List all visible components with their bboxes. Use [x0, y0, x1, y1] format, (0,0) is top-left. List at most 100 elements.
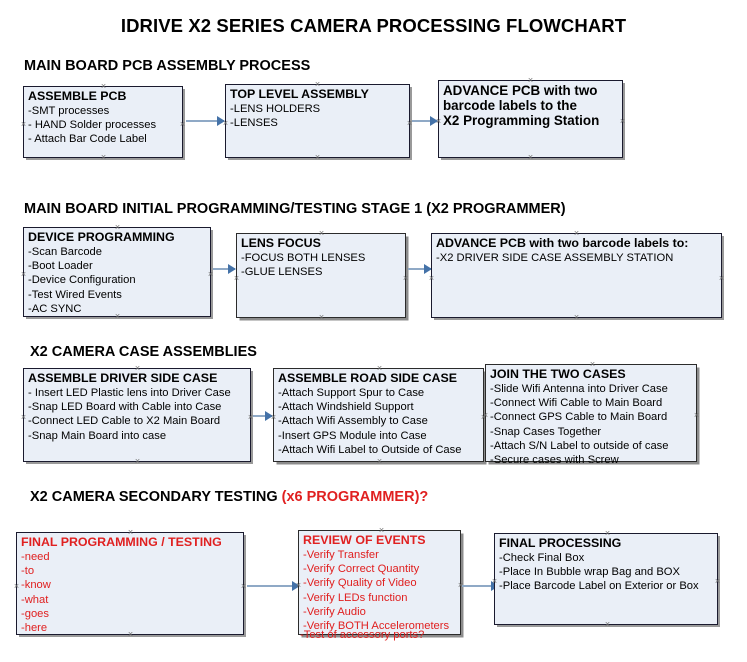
resize-handle-right[interactable] [714, 578, 721, 585]
box-line: -Verify Transfer [303, 549, 379, 561]
box-top-level-assembly[interactable]: TOP LEVEL ASSEMBLY -LENS HOLDERS -LENSES [225, 84, 410, 158]
section-heading-2-text: MAIN BOARD INITIAL PROGRAMMING/TESTING S… [24, 201, 566, 217]
section-heading-3: X2 CAMERA CASE ASSEMBLIES [30, 344, 257, 360]
box-final-processing[interactable]: FINAL PROCESSING -Check Final Box -Place… [494, 533, 718, 625]
box-line: -Check Final Box [499, 552, 585, 564]
box-line: -LENS HOLDERS [230, 103, 321, 115]
box-line: -Verify Audio [303, 605, 366, 618]
box-line: -know [21, 579, 51, 592]
resize-handle-right[interactable] [619, 118, 626, 125]
resize-handle-bottom[interactable] [318, 314, 325, 321]
box-line: -need [21, 551, 50, 563]
connector-line [412, 120, 437, 122]
box-line: -Verify LEDs function [303, 591, 408, 604]
box-line-overflow: -Test of accessory ports? [300, 629, 425, 641]
connector-arrow[interactable] [408, 264, 432, 274]
box-line: -Verify Correct Quantity [303, 563, 420, 576]
section-heading-2: MAIN BOARD INITIAL PROGRAMMING/TESTING S… [24, 201, 566, 217]
box-line: -Place Barcode Label on Exterior or Box [499, 580, 699, 593]
arrowhead-icon [228, 264, 236, 274]
box-line: -Snap Main Board into case [28, 429, 167, 442]
box-title: ASSEMBLE PCB [28, 89, 127, 103]
box-title: TOP LEVEL ASSEMBLY [230, 87, 369, 101]
arrowhead-icon [217, 116, 225, 126]
resize-handle-right[interactable] [240, 583, 247, 590]
resize-handle-left[interactable] [233, 275, 240, 282]
box-line: -X2 DRIVER SIDE CASE ASSEMBLY STATION [436, 252, 674, 264]
box-line: - HAND Solder processes [28, 119, 157, 132]
resize-handle-bottom[interactable] [100, 154, 107, 161]
resize-handle-left[interactable] [428, 275, 435, 282]
box-line: - Insert LED Plastic lens into Driver Ca… [28, 387, 231, 399]
box-line: -GLUE LENSES [241, 266, 323, 279]
resize-handle-right[interactable] [718, 275, 725, 282]
resize-handle-bottom[interactable] [314, 154, 321, 161]
box-line: -AC SYNC [28, 302, 82, 315]
box-line: -Scan Barcode [28, 246, 103, 258]
box-title: ASSEMBLE DRIVER SIDE CASE [28, 371, 218, 385]
box-line: -Snap Cases Together [490, 425, 602, 438]
section-heading-4: X2 CAMERA SECONDARY TESTING (x6 PROGRAMM… [30, 489, 428, 505]
resize-handle-left[interactable] [20, 271, 27, 278]
box-device-programming[interactable]: DEVICE PROGRAMMING -Scan Barcode -Boot L… [23, 227, 211, 317]
box-title: LENS FOCUS [241, 236, 321, 250]
box-line: -Verify BOTH Accelerometers [303, 620, 450, 633]
resize-handle-bottom[interactable] [376, 458, 383, 465]
resize-handle-left[interactable] [20, 121, 27, 128]
resize-handle-right[interactable] [179, 121, 186, 128]
box-line: -Connect GPS Cable to Main Board [490, 411, 668, 424]
box-line: -goes [21, 607, 49, 620]
connector-arrow[interactable] [462, 581, 499, 591]
resize-handle-bottom[interactable] [527, 154, 534, 161]
box-title: FINAL PROGRAMMING / TESTING [21, 535, 222, 549]
box-line: -Device Configuration [28, 274, 136, 287]
box-line: barcode labels to the [443, 98, 577, 113]
box-assemble-driver-side-case[interactable]: ASSEMBLE DRIVER SIDE CASE - Insert LED P… [23, 368, 251, 462]
connector-arrow[interactable] [213, 264, 236, 274]
connector-line [247, 585, 299, 587]
box-line: -Slide Wifi Antenna into Driver Case [490, 383, 668, 395]
box-advance-pcb-station[interactable]: ADVANCE PCB with two barcode labels to t… [438, 80, 623, 158]
resize-handle-right[interactable] [693, 412, 700, 419]
box-title: ADVANCE PCB with two [443, 83, 598, 98]
box-review-of-events[interactable]: REVIEW OF EVENTS -Verify Transfer -Verif… [298, 530, 461, 635]
arrowhead-icon [292, 581, 300, 591]
box-lens-focus[interactable]: LENS FOCUS -FOCUS BOTH LENSES -GLUE LENS… [236, 233, 406, 318]
box-line: -Attach S/N Label to outside of case [490, 439, 669, 452]
connector-line [186, 120, 224, 122]
connector-line [213, 268, 235, 270]
section-heading-1: MAIN BOARD PCB ASSEMBLY PROCESS [24, 58, 310, 74]
box-line: -Connect LED Cable to X2 Main Board [28, 415, 221, 428]
resize-handle-left[interactable] [20, 414, 27, 421]
section-heading-4-text: X2 CAMERA SECONDARY TESTING [30, 489, 282, 505]
box-line: -what [21, 593, 49, 606]
box-join-the-two-cases[interactable]: JOIN THE TWO CASES -Slide Wifi Antenna i… [485, 364, 700, 466]
resize-handle-bottom[interactable] [573, 314, 580, 321]
box-advance-pcb-driver-case[interactable]: ADVANCE PCB with two barcode labels to: … [431, 233, 722, 318]
box-line: -Snap LED Board with Cable into Case [28, 401, 222, 414]
arrowhead-icon [430, 116, 438, 126]
resize-handle-left[interactable] [13, 583, 20, 590]
connector-arrow[interactable] [412, 116, 438, 126]
box-line: X2 Programming Station [443, 113, 600, 128]
resize-handle-bottom[interactable] [604, 621, 611, 628]
box-line: -to [21, 565, 35, 578]
box-title: ADVANCE PCB with two barcode labels to: [436, 236, 689, 250]
section-heading-4-red-text: (x6 PROGRAMMER)? [281, 489, 429, 505]
box-line: -SMT processes [28, 105, 110, 117]
resize-handle-bottom[interactable] [134, 458, 141, 465]
box-line: -here [21, 622, 48, 635]
box-assemble-pcb[interactable]: ASSEMBLE PCB -SMT processes - HAND Solde… [23, 86, 183, 158]
box-line: -Boot Loader [28, 260, 93, 273]
box-assemble-road-side-case[interactable]: ASSEMBLE ROAD SIDE CASE -Attach Support … [273, 368, 484, 462]
section-heading-1-text: MAIN BOARD PCB ASSEMBLY PROCESS [24, 58, 311, 74]
resize-handle-right[interactable] [402, 275, 409, 282]
connector-line [462, 585, 498, 587]
page-title: IDRIVE X2 SERIES CAMERA PROCESSING FLOWC… [120, 15, 627, 36]
connector-arrow[interactable] [186, 116, 225, 126]
box-title: JOIN THE TWO CASES [490, 367, 626, 381]
box-final-programming-testing[interactable]: FINAL PROGRAMMING / TESTING -need -to -k… [16, 532, 244, 635]
connector-arrow[interactable] [247, 581, 300, 591]
box-line: -Attach Windshield Support [278, 401, 414, 414]
connector-arrow[interactable] [253, 411, 273, 421]
